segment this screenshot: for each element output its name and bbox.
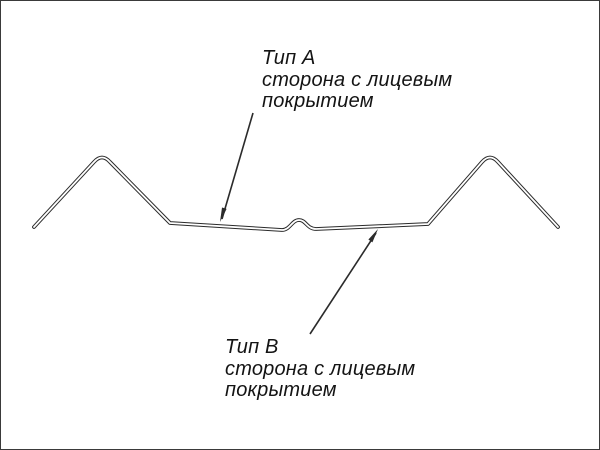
label-type-a-desc2: покрытием — [262, 90, 374, 112]
sheet-profile-core — [33, 156, 559, 231]
type-b-arrowhead-icon — [368, 229, 378, 243]
type-a-arrowhead-icon — [220, 207, 227, 222]
sheet-profile-outline — [32, 155, 560, 232]
label-type-a: Тип А сторона с лицевым покрытием — [262, 48, 452, 112]
label-type-b-title: Тип В — [225, 336, 279, 358]
type-b-leader-line — [309, 232, 377, 335]
label-type-b: Тип В сторона с лицевым покрытием — [225, 337, 415, 401]
label-type-b-desc2: покрытием — [225, 379, 337, 401]
label-type-b-desc1: сторона с лицевым — [225, 358, 416, 380]
label-type-a-desc1: сторона с лицевым — [262, 69, 453, 91]
type-a-leader-line — [221, 112, 254, 220]
label-type-a-title: Тип А — [262, 47, 316, 69]
